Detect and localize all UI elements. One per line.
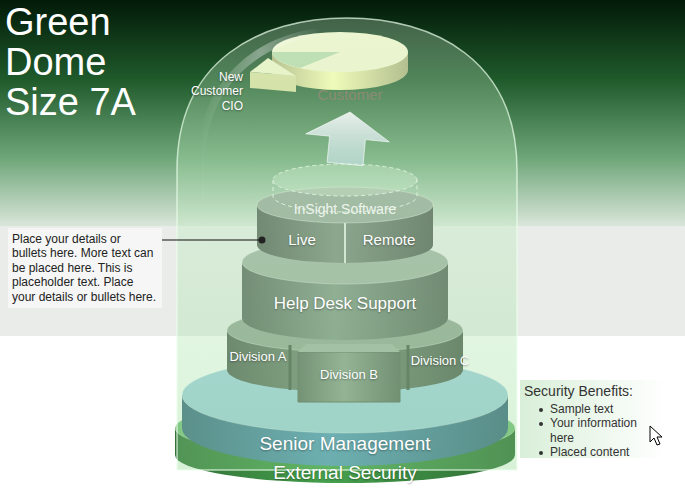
glass-dome [177,18,517,470]
node-label: Place your details or bullets here. More… [12,232,158,304]
node-label: Live [288,231,316,249]
bullet-item: Sample text [524,402,664,416]
bullet-item: Your information here [524,416,664,445]
bullet-item: Placed content [524,445,664,459]
node-label: Division A [229,349,286,365]
layer-label: Division A [224,346,292,368]
flow-arrow [306,112,390,166]
layer-label: Division C [406,350,474,372]
node-label: Senior Management [259,433,430,456]
node-label: Customer [317,86,382,104]
layer-label: Help Desk Support [250,291,440,317]
layer-label: Remote [348,228,430,252]
slide-title: Green Dome Size 7A [5,2,155,122]
layer-label: Division B [300,364,398,386]
node-label: Remote [363,231,416,249]
mouse-cursor [650,426,662,445]
bullet-dot [539,408,543,412]
side-label: New Customer CIO [183,70,243,113]
layer-label: Live [262,228,342,252]
node-label: Help Desk Support [274,294,417,314]
layer-label: InSight Software [270,164,420,218]
layer-label: Senior Management [210,431,480,457]
layer-label: External Security [210,460,480,486]
node-label: InSight Software [294,201,397,218]
node-label: Division C [411,353,470,369]
layer-label: Customer [300,84,400,106]
panel-heading: Security Benefits: [524,383,664,400]
benefits-box: Security Benefits: Sample textYour inform… [524,383,664,459]
node-label: External Security [273,462,417,485]
node-label: Division B [320,367,378,383]
bullet-dot [539,451,543,455]
leader-line [162,239,262,240]
callout-box: Place your details or bullets here. More… [8,228,162,308]
leader-dot [259,237,266,244]
bullet-dot [539,422,543,426]
